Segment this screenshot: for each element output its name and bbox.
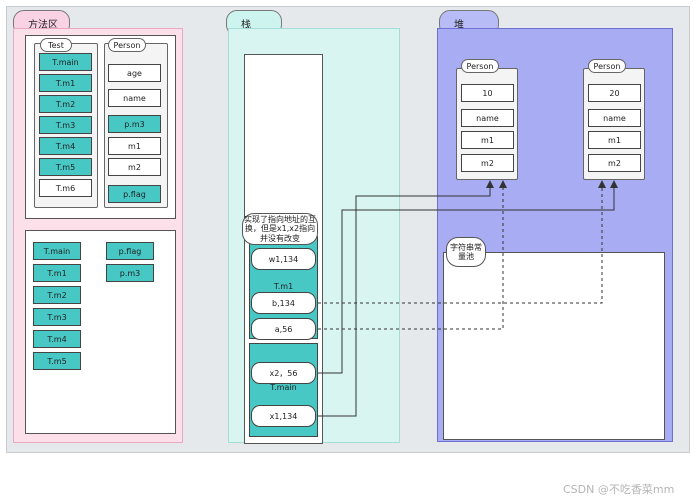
heap-person-field: name bbox=[588, 109, 641, 127]
ref-line-x2 bbox=[318, 180, 618, 374]
test-method-cell: T.m2 bbox=[39, 95, 92, 113]
heap-person-title: Person bbox=[588, 59, 626, 73]
string-constant-pool bbox=[443, 252, 665, 440]
ref-line-b bbox=[318, 180, 606, 304]
test-method-cell: T.m5 bbox=[39, 158, 92, 176]
stack-value-pill: w1,134 bbox=[251, 248, 316, 270]
lower-method-cell: T.m3 bbox=[33, 308, 81, 326]
stack-value-pill: a,56 bbox=[251, 318, 316, 340]
heap-person-field: name bbox=[461, 109, 514, 127]
stack-frame-label: T.m1 bbox=[273, 282, 294, 291]
lower-method-cell: T.m2 bbox=[33, 286, 81, 304]
person-member-cell: name bbox=[108, 89, 161, 107]
stack-value-pill: x1,134 bbox=[251, 405, 316, 427]
stack-value-pill: x2，56 bbox=[251, 362, 316, 384]
stack-frame-label: T.main bbox=[270, 383, 297, 392]
person-member-cell: m1 bbox=[108, 137, 161, 155]
lower-method-cell: T.main bbox=[33, 242, 81, 260]
stack-callout-note: 实现了指向地址的互换，但是x1,x2指向并没有改变 bbox=[242, 213, 318, 245]
heap-person-field: m1 bbox=[588, 131, 641, 149]
heap-person-title: Person bbox=[461, 59, 499, 73]
lower-method-cell: T.m5 bbox=[33, 352, 81, 370]
person-member-cell: m2 bbox=[108, 158, 161, 176]
lower-method-cell: p.flag bbox=[106, 242, 154, 260]
heap-person-field: m1 bbox=[461, 131, 514, 149]
lower-method-cell: T.m1 bbox=[33, 264, 81, 282]
ref-line-a bbox=[318, 180, 507, 330]
string-pool-label: 字符串常量池 bbox=[446, 237, 486, 267]
csdn-watermark: CSDN @不吃香菜mm bbox=[563, 483, 675, 496]
heap-person-field: 10 bbox=[461, 84, 514, 102]
heap-person-field: 20 bbox=[588, 84, 641, 102]
ref-line-x1 bbox=[318, 180, 494, 417]
heap-person-field: m2 bbox=[461, 154, 514, 172]
person-class-title: Person bbox=[108, 38, 146, 52]
person-member-cell: age bbox=[108, 64, 161, 82]
person-member-cell: p.flag bbox=[108, 185, 161, 203]
test-method-cell: T.m4 bbox=[39, 137, 92, 155]
test-class-title: Test bbox=[40, 38, 72, 52]
lower-method-cell: T.m4 bbox=[33, 330, 81, 348]
test-method-cell: T.main bbox=[39, 53, 92, 71]
heap-person-field: m2 bbox=[588, 154, 641, 172]
lower-method-cell: p.m3 bbox=[106, 264, 154, 282]
stack-value-pill: b,134 bbox=[251, 292, 316, 314]
test-method-cell: T.m6 bbox=[39, 179, 92, 197]
person-member-cell: p.m3 bbox=[108, 115, 161, 133]
test-method-cell: T.m3 bbox=[39, 116, 92, 134]
test-method-cell: T.m1 bbox=[39, 74, 92, 92]
